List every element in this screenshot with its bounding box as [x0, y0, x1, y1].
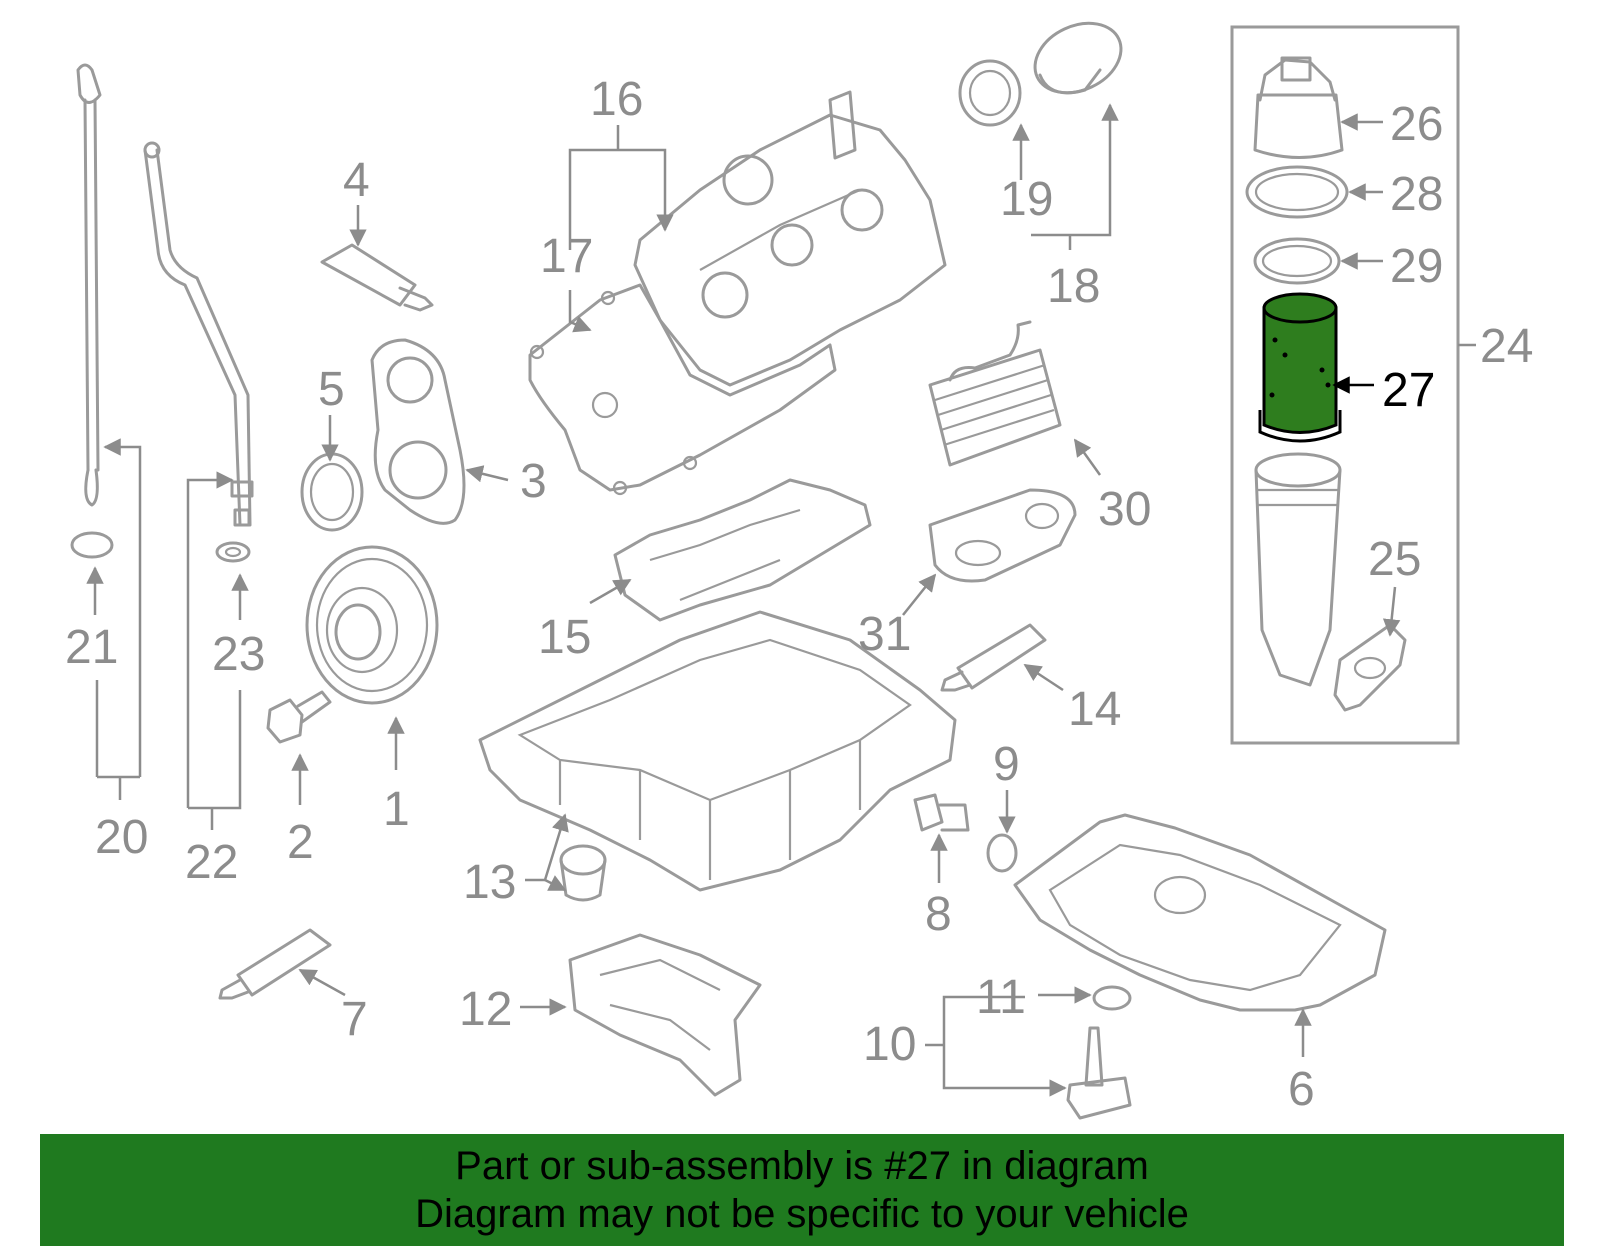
callout-11: 11	[976, 971, 1026, 1024]
callout-29: 29	[1390, 240, 1443, 293]
callout-31: 31	[858, 608, 911, 661]
o-ring-21	[70, 531, 114, 559]
baffle-15	[613, 478, 872, 622]
callout-25: 25	[1368, 533, 1421, 586]
leaders	[86, 103, 1476, 1097]
callout-10: 10	[863, 1018, 916, 1071]
sealant-tube-7	[218, 928, 332, 1000]
baffle-12	[568, 933, 762, 1097]
callout-3: 3	[520, 455, 547, 508]
callout-2: 2	[287, 816, 314, 869]
valve-cover-16	[633, 90, 947, 387]
callout-23: 23	[212, 628, 265, 681]
banner-line-2: Diagram may not be specific to your vehi…	[415, 1192, 1189, 1236]
callout-16: 16	[590, 73, 643, 126]
callout-22: 22	[185, 836, 238, 889]
filter-group-box	[1230, 25, 1460, 745]
seal-5	[300, 452, 364, 532]
callout-15: 15	[538, 611, 591, 664]
seal-28	[1245, 165, 1349, 219]
seal-23	[215, 541, 251, 563]
fitting-13	[559, 844, 607, 902]
gasket-17	[528, 283, 837, 496]
callout-14: 14	[1068, 683, 1121, 736]
gasket-25	[1333, 623, 1407, 712]
callout-26: 26	[1390, 98, 1443, 151]
callout-1: 1	[383, 783, 410, 836]
callout-7: 7	[341, 993, 368, 1046]
callout-13: 13	[463, 856, 516, 909]
callout-28: 28	[1390, 168, 1443, 221]
bolt-2	[266, 690, 332, 744]
oil-filter-27	[1258, 292, 1342, 443]
oil-pan-6	[1013, 813, 1387, 1012]
gasket-31	[928, 488, 1077, 583]
filter-housing-25	[1254, 452, 1342, 687]
callout-19: 19	[1000, 173, 1053, 226]
callout-18: 18	[1047, 260, 1100, 313]
callout-30: 30	[1098, 483, 1151, 536]
dipstick-tube	[143, 141, 254, 527]
callout-9: 9	[993, 738, 1020, 791]
callout-labels: 1 2 3 4 5 6 7 8 9 10 11 12 13 14 15 16 1…	[65, 73, 1533, 1116]
callout-5: 5	[318, 363, 345, 416]
callout-6: 6	[1288, 1063, 1315, 1116]
callout-4: 4	[343, 154, 370, 207]
notice-banner: Part or sub-assembly is #27 in diagram D…	[40, 1134, 1564, 1246]
callout-27: 27	[1382, 364, 1435, 417]
front-cover-3	[370, 338, 466, 525]
seal-19	[958, 59, 1022, 127]
o-ring-11	[1092, 985, 1132, 1011]
callout-20: 20	[95, 811, 148, 864]
seal-29	[1253, 237, 1341, 285]
filler-cap-18	[1033, 21, 1123, 95]
sealant-tube-14	[940, 623, 1047, 692]
banner-line-1: Part or sub-assembly is #27 in diagram	[455, 1144, 1149, 1188]
sealant-tube-4	[320, 243, 434, 312]
sensor-8	[913, 793, 970, 832]
filter-cap-26	[1253, 56, 1344, 159]
seal-9	[986, 833, 1018, 873]
callout-12: 12	[459, 983, 512, 1036]
callout-21: 21	[65, 621, 118, 674]
callout-24: 24	[1480, 320, 1533, 373]
oil-level-sensor-10	[1066, 1026, 1132, 1120]
callout-8: 8	[925, 888, 952, 941]
callout-17: 17	[540, 230, 593, 283]
oil-cooler-30	[928, 320, 1062, 467]
dipstick	[76, 63, 102, 507]
pulley-1	[305, 545, 439, 705]
